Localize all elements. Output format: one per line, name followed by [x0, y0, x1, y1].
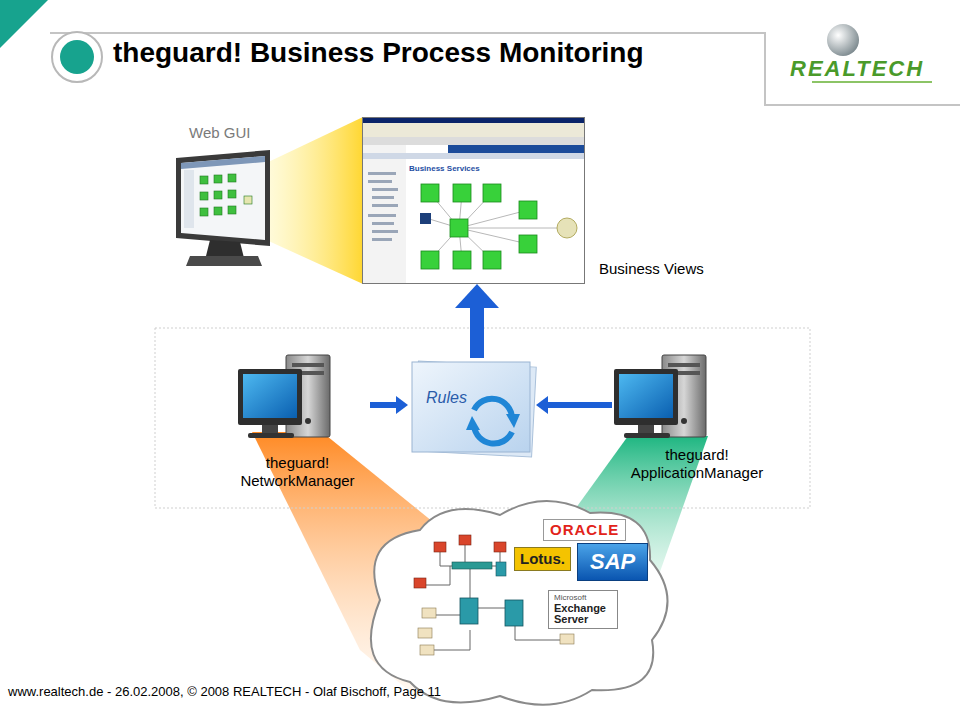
- logo-sphere: [827, 24, 859, 56]
- network-manager: theguard! NetworkManager: [225, 352, 370, 490]
- flow-arrow: [470, 308, 484, 358]
- title-bullet-core: [60, 40, 94, 74]
- title-bullet: [52, 32, 102, 82]
- node-text: theguard! NetworkManager: [225, 454, 370, 490]
- corner-triangle: [0, 0, 48, 48]
- node-text: Business Views: [599, 260, 704, 278]
- header-frame: [50, 33, 960, 105]
- flow-arrow: [370, 402, 396, 408]
- lotus-logo: Lotus.: [514, 547, 571, 571]
- node-text: SAP: [590, 549, 635, 575]
- rules-icon: [412, 361, 536, 457]
- node-text: Lotus.: [520, 550, 565, 568]
- node-text: Web GUI: [189, 124, 250, 142]
- oracle-logo: ORACLE: [543, 519, 626, 541]
- exchange-logo: MicrosoftExchange Server: [548, 590, 618, 629]
- node-text: ORACLE: [550, 521, 619, 539]
- node-text: Exchange Server: [554, 603, 612, 626]
- web-gui-monitor: Web GUI: [175, 150, 273, 268]
- node-text: Business Services: [409, 164, 480, 174]
- node-text: Rules: [426, 388, 467, 407]
- logo-text: REALTECH: [790, 56, 924, 82]
- rules-box: Rules: [408, 358, 536, 458]
- screenshot-figure: [362, 117, 585, 284]
- node-text: Microsoft: [554, 593, 612, 603]
- application-manager-computer: [614, 355, 706, 438]
- monitor-figure: [176, 150, 270, 266]
- footer-text: www.realtech.de - 26.02.2008, © 2008 REA…: [8, 684, 441, 699]
- title: theguard! Business Process Monitoring: [113, 37, 644, 69]
- node-text: theguard! ApplicationManager: [612, 446, 782, 482]
- application-manager: theguard! ApplicationManager: [612, 352, 782, 482]
- business-views-screen: Business ServicesBusiness Views: [362, 117, 585, 284]
- network-manager-computer: [238, 355, 330, 438]
- yellow-beam: [262, 117, 363, 284]
- network-cloud: [371, 501, 668, 705]
- sap-logo: SAP: [577, 543, 648, 581]
- logo-underline: [812, 81, 932, 83]
- flow-arrow: [548, 402, 612, 408]
